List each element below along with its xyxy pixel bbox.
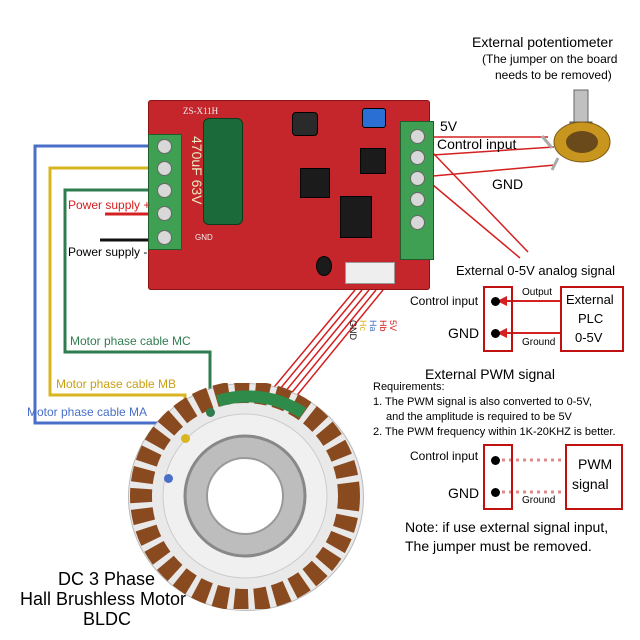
pointer-analog-2 (432, 184, 521, 259)
screw-power-minus (157, 230, 172, 245)
hall-wire-1 (264, 289, 356, 399)
pwm-terminal-box (483, 444, 513, 510)
analog-control-input-label: Control input (410, 294, 479, 308)
screw-spare-2 (410, 215, 425, 230)
screw-spare-1 (410, 192, 425, 207)
motor-title-line1: DC 3 Phase (58, 569, 156, 589)
analog-source-line2: PLC (578, 311, 604, 326)
analog-source-line1: External (566, 292, 614, 307)
note-line2: The jumper must be removed. (405, 538, 592, 554)
hall-wire-5 (284, 289, 384, 411)
analog-ground-label: Ground (522, 337, 556, 348)
terminal-block-right (400, 121, 434, 260)
pwm-req2: 2. The PWM frequency within 1K-20KHZ is … (373, 426, 616, 438)
motor-mc-point (206, 408, 215, 417)
note-line1: Note: if use external signal input, (405, 519, 609, 535)
analog-terminal-box (483, 286, 513, 352)
potentiometer-note-1: (The jumper on the board (482, 52, 618, 66)
pointer-analog-1 (432, 152, 529, 253)
potentiometer-icon (540, 89, 611, 171)
screw-pot-gnd (410, 171, 425, 186)
pot-control-label: Control input (437, 136, 517, 152)
board-gnd-label: GND (195, 233, 213, 242)
pwm-title: External PWM signal (425, 366, 555, 382)
power-supply-plus-label: Power supply + (68, 198, 151, 212)
hall-wire-4 (279, 289, 377, 408)
chip-main (300, 168, 330, 198)
wire-pot-control (432, 146, 555, 156)
motor-cable-ma-label: Motor phase cable MA (27, 405, 148, 419)
motor-mb-point (181, 434, 190, 443)
screw-pot-5v (410, 129, 425, 144)
potentiometer-trim (362, 108, 386, 128)
hall-wire-2 (269, 289, 363, 402)
wire-mc (63, 188, 212, 412)
hall-5v-label: 5V (388, 320, 398, 332)
screw-pot-control (410, 150, 425, 165)
pwm-control-dot (491, 456, 500, 465)
pwm-source-box (565, 444, 623, 510)
screw-ma (157, 139, 172, 154)
pwm-source-line2: signal (572, 476, 609, 492)
hall-hb-label: Hb (378, 320, 388, 332)
pwm-req1-line1: 1. The PWM signal is also converted to 0… (373, 396, 592, 408)
pwm-ground-label: Ground (522, 495, 556, 506)
screw-mc (157, 183, 172, 198)
board-model-label: ZS-X11H (183, 106, 219, 116)
pwm-control-input-label: Control input (410, 449, 479, 463)
pwm-gnd-label: GND (448, 485, 480, 501)
analog-control-dot (491, 297, 500, 306)
motor-stator-icon (130, 383, 360, 609)
hall-gnd-label: GND (348, 320, 358, 340)
analog-ground-arrow (497, 328, 507, 338)
analog-source-box (560, 286, 624, 352)
hall-connector (345, 262, 395, 284)
potentiometer-title: External potentiometer (472, 34, 613, 50)
analog-gnd-dot (491, 329, 500, 338)
chip-regulator (360, 148, 386, 174)
hall-hc-label: Hc (358, 320, 368, 331)
small-capacitor (316, 256, 332, 276)
pot-gnd-label: GND (492, 176, 524, 192)
analog-gnd-label: GND (448, 325, 480, 341)
chip-driver (340, 196, 372, 238)
driver-board (148, 100, 430, 290)
capacitor-label: 470uF 63V (189, 136, 205, 205)
motor-title-line3: BLDC (83, 609, 132, 629)
chip-inductor (292, 112, 318, 136)
hall-wire-3 (274, 289, 370, 405)
pwm-source-line1: PWM (578, 456, 613, 472)
wire-pot-gnd (432, 164, 556, 177)
analog-title: External 0-5V analog signal (456, 263, 615, 278)
power-supply-minus-label: Power supply - (68, 245, 148, 259)
analog-source-line3: 0-5V (575, 330, 603, 345)
analog-output-label: Output (522, 287, 553, 298)
potentiometer-note-2: needs to be removed) (495, 68, 612, 82)
pot-5v-label: 5V (440, 118, 458, 134)
capacitor (203, 118, 243, 225)
motor-cable-mc-label: Motor phase cable MC (70, 334, 191, 348)
screw-power-plus (157, 206, 172, 221)
hall-ha-label: Ha (368, 320, 378, 332)
analog-output-arrow (497, 296, 507, 306)
pwm-req-title: Requirements: (373, 381, 445, 393)
pwm-gnd-dot (491, 488, 500, 497)
motor-cable-mb-label: Motor phase cable MB (56, 377, 177, 391)
motor-title-line2: Hall Brushless Motor (20, 589, 187, 609)
screw-mb (157, 161, 172, 176)
pwm-req1-line2: and the amplitude is required to be 5V (386, 411, 572, 423)
motor-ma-point (164, 474, 173, 483)
